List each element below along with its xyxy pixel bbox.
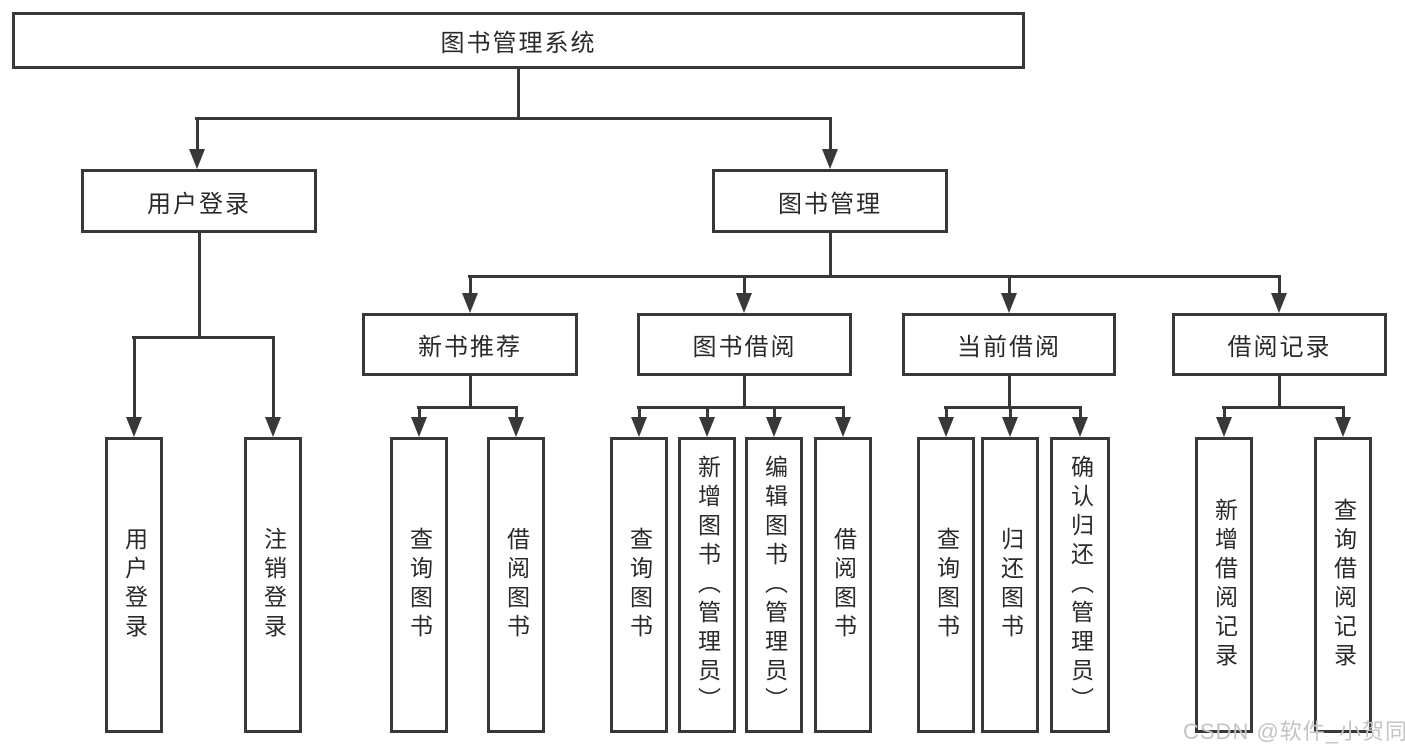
node-new-book-recommend-label: 新书推荐 (418, 334, 522, 361)
connector-line (773, 406, 776, 417)
connector-line (842, 406, 845, 417)
connector-line (133, 336, 136, 417)
arrow-down-icon (126, 417, 142, 437)
leaf-records-query-record-label: 查询借阅记录 (1330, 498, 1357, 672)
arrow-down-icon (822, 149, 838, 169)
connector-line (418, 406, 421, 417)
node-root-label: 图书管理系统 (440, 30, 597, 57)
leaf-records-query-record: 查询借阅记录 (1314, 437, 1372, 733)
leaf-borrow-edit-book-admin-label: 编辑图书（管理员） (761, 454, 788, 716)
leaf-logout: 注销登录 (244, 437, 302, 733)
leaf-current-return-book-label: 归还图书 (997, 527, 1024, 643)
node-current-borrow-label: 当前借阅 (957, 334, 1061, 361)
connector-line (417, 406, 518, 409)
node-borrow-records: 借阅记录 (1172, 313, 1387, 376)
node-book-management: 图书管理 (712, 169, 948, 233)
arrow-down-icon (835, 417, 851, 437)
arrow-down-icon (508, 417, 524, 437)
leaf-recommend-borrow-book: 借阅图书 (487, 437, 545, 733)
node-current-borrow: 当前借阅 (902, 313, 1116, 376)
node-book-borrow: 图书借阅 (637, 313, 852, 376)
connector-line (944, 406, 1082, 409)
arrow-down-icon (1271, 293, 1287, 313)
connector-line (743, 275, 746, 295)
leaf-recommend-query-book-label: 查询图书 (406, 527, 433, 643)
arrow-down-icon (265, 417, 281, 437)
connector-line (743, 376, 746, 408)
connector-line (1278, 275, 1281, 295)
leaf-records-add-record-label: 新增借阅记录 (1211, 498, 1238, 672)
leaf-user-login: 用户登录 (105, 437, 163, 733)
leaf-current-confirm-return-admin: 确认归还（管理员） (1050, 437, 1110, 733)
connector-line (1008, 376, 1011, 408)
node-user-login-label: 用户登录 (147, 190, 251, 218)
arrow-down-icon (1002, 417, 1018, 437)
leaf-borrow-edit-book-admin: 编辑图书（管理员） (745, 437, 803, 733)
connector-line (706, 406, 709, 417)
leaf-recommend-borrow-book-label: 借阅图书 (503, 527, 530, 643)
leaf-borrow-borrow-book-label: 借阅图书 (830, 527, 857, 643)
arrow-down-icon (736, 293, 752, 313)
leaf-logout-label: 注销登录 (260, 527, 287, 643)
leaf-current-confirm-return-admin-label: 确认归还（管理员） (1067, 454, 1094, 716)
connector-line (132, 336, 275, 339)
leaf-current-query-book-label: 查询图书 (933, 527, 960, 643)
node-root: 图书管理系统 (12, 12, 1025, 69)
connector-line (469, 376, 472, 408)
connector-line (1008, 275, 1011, 295)
connector-line (637, 406, 845, 409)
leaf-borrow-query-book: 查询图书 (610, 437, 668, 733)
leaf-borrow-borrow-book: 借阅图书 (814, 437, 872, 733)
connector-line (272, 336, 275, 417)
connector-line (468, 275, 1281, 278)
connector-line (1079, 406, 1082, 417)
arrow-down-icon (1001, 293, 1017, 313)
leaf-current-query-book: 查询图书 (917, 437, 975, 733)
arrow-down-icon (411, 417, 427, 437)
leaf-records-add-record: 新增借阅记录 (1195, 437, 1253, 733)
arrow-down-icon (1216, 417, 1232, 437)
connector-line (1342, 406, 1345, 417)
node-borrow-records-label: 借阅记录 (1227, 334, 1332, 361)
leaf-recommend-query-book: 查询图书 (390, 437, 448, 733)
arrow-down-icon (631, 417, 647, 437)
connector-line (515, 406, 518, 417)
connector-line (829, 117, 832, 149)
connector-line (1009, 406, 1012, 417)
arrow-down-icon (1335, 417, 1351, 437)
leaf-current-return-book: 归还图书 (981, 437, 1039, 733)
arrow-down-icon (766, 417, 782, 437)
connector-line (196, 117, 199, 149)
arrow-down-icon (938, 417, 954, 437)
leaf-user-login-label: 用户登录 (121, 527, 148, 643)
leaf-borrow-add-book-admin: 新增图书（管理员） (678, 437, 736, 733)
connector-line (195, 117, 832, 120)
connector-line (198, 233, 201, 338)
connector-line (1223, 406, 1226, 417)
node-user-login: 用户登录 (81, 169, 317, 233)
arrow-down-icon (462, 293, 478, 313)
connector-line (945, 406, 948, 417)
connector-line (1222, 406, 1345, 409)
leaf-borrow-query-book-label: 查询图书 (626, 527, 653, 643)
arrow-down-icon (1072, 417, 1088, 437)
leaf-borrow-add-book-admin-label: 新增图书（管理员） (694, 454, 721, 716)
connector-line (1278, 376, 1281, 408)
arrow-down-icon (699, 417, 715, 437)
connector-line (638, 406, 641, 417)
arrow-down-icon (189, 149, 205, 169)
connector-line (517, 69, 520, 118)
connector-line (469, 275, 472, 295)
node-book-borrow-label: 图书借阅 (692, 334, 797, 361)
node-new-book-recommend: 新书推荐 (362, 313, 578, 376)
csdn-watermark: CSDN @软件_小贺同学 (1183, 719, 1405, 744)
node-book-management-label: 图书管理 (778, 190, 882, 218)
connector-line (829, 233, 832, 277)
